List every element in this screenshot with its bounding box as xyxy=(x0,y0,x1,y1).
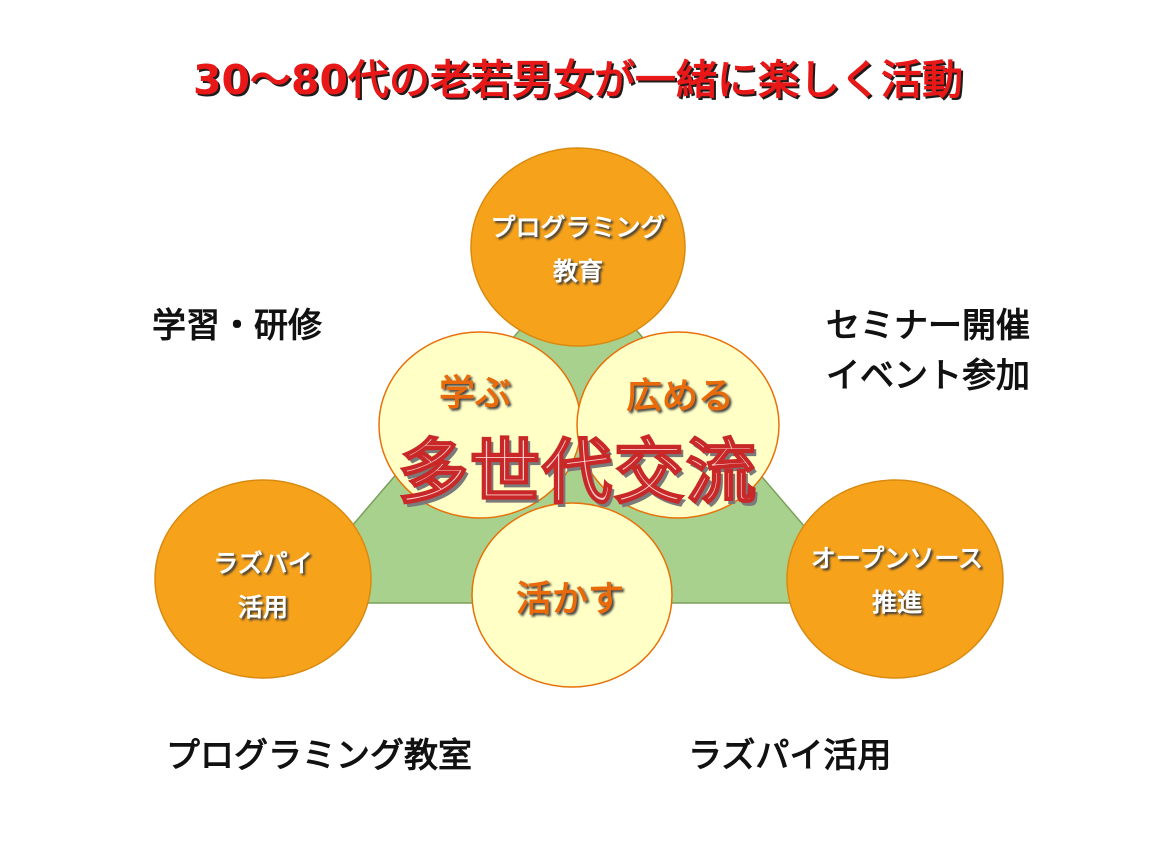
inner-label-learn: 学ぶ xyxy=(438,373,511,414)
label-event: イベント参加 xyxy=(826,356,1030,396)
page-title: 30〜80代の老若男女が一緒に楽しく活動 xyxy=(192,56,964,104)
label-learning-training: 学習・研修 xyxy=(152,306,322,346)
center-label-multigenerational: 多世代交流 xyxy=(397,430,758,514)
outer-circle-right xyxy=(786,479,1004,679)
outer-label-right-line1: オープンソース xyxy=(810,544,984,573)
label-raspi-use: ラズパイ活用 xyxy=(688,736,892,776)
inner-label-spread: 広める xyxy=(625,376,734,417)
label-programming-class: プログラミング教室 xyxy=(166,736,472,776)
outer-label-raspberry-pi: ラズパイ 活用 xyxy=(163,542,363,630)
outer-label-programming-education: プログラミング 教育 xyxy=(468,206,688,294)
inner-circle-apply xyxy=(471,502,673,688)
inner-label-apply: 活かす xyxy=(515,579,624,620)
outer-circle-left xyxy=(154,479,372,679)
outer-label-left-line1: ラズパイ xyxy=(213,549,313,578)
outer-label-left-line2: 活用 xyxy=(237,593,288,622)
outer-circle-top xyxy=(470,147,686,347)
outer-label-top-line2: 教育 xyxy=(552,257,603,286)
outer-label-open-source: オープンソース 推進 xyxy=(787,537,1007,625)
outer-label-top-line1: プログラミング xyxy=(490,213,666,242)
label-seminar: セミナー開催 xyxy=(826,306,1030,346)
inner-circle-spread xyxy=(576,331,780,519)
label-seminar-events: セミナー開催 イベント参加 xyxy=(826,301,1030,401)
outer-label-right-line2: 推進 xyxy=(871,588,922,617)
